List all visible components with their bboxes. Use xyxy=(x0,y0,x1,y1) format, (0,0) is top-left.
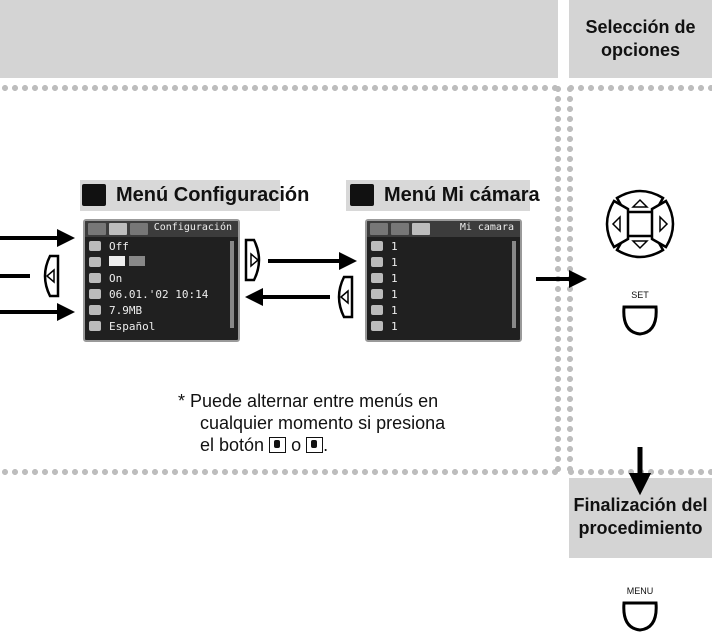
tools-icon xyxy=(82,184,106,206)
footnote-line: cualquier momento si presiona xyxy=(200,413,446,433)
start-sound-icon xyxy=(371,273,383,283)
tab-icon xyxy=(88,223,106,235)
language-icon xyxy=(89,321,101,331)
row-value: Off xyxy=(109,240,129,253)
footnote-text: el botón xyxy=(200,435,265,455)
start-image-icon xyxy=(371,257,383,267)
operation-sound-icon xyxy=(371,289,383,299)
four-way-controller-icon xyxy=(605,189,675,259)
screen-row: 06.01.'02 10:14 xyxy=(89,288,208,301)
menu-button-label: MENU xyxy=(627,586,654,596)
volume-bars-icon xyxy=(109,256,145,266)
tools-tab-icon xyxy=(109,223,127,235)
row-value: 1 xyxy=(391,256,398,269)
row-value: 1 xyxy=(391,320,398,333)
header-band xyxy=(0,0,558,78)
mycamera-menu-label: Menú Mi cámara xyxy=(384,184,540,206)
shutter-sound-icon xyxy=(371,321,383,331)
footnote: * Puede alternar entre menús en cualquie… xyxy=(178,390,445,456)
row-value: 1 xyxy=(391,240,398,253)
setup-menu-title: Menú Configuración xyxy=(80,180,309,211)
row-value: 7.9MB xyxy=(109,304,143,317)
scrollbar xyxy=(512,241,516,328)
row-value: 06.01.'02 10:14 xyxy=(109,288,209,301)
mycamera-screen-header: Mi camara xyxy=(459,222,514,233)
mycamera-screen: Mi camara 1 1 1 1 1 1 xyxy=(365,219,522,342)
screen-row: Off xyxy=(89,240,129,253)
left-button-icon xyxy=(43,254,60,298)
row-value: 1 xyxy=(391,304,398,317)
finalize-header: Finalización del procedimiento xyxy=(569,478,712,558)
row-value: On xyxy=(109,272,123,285)
mycamera-screen-tabs xyxy=(367,221,520,237)
mycamera-tab-icon xyxy=(412,223,430,235)
mycamera-icon xyxy=(350,184,374,206)
footnote-line: * Puede alternar entre menús en xyxy=(178,391,439,411)
row-value: 1 xyxy=(391,288,398,301)
tab-icon xyxy=(391,223,409,235)
dotted-border-bottom xyxy=(0,468,558,476)
wide-zoom-icon xyxy=(269,437,287,453)
footnote-line: el botón o . xyxy=(178,434,445,456)
selection-header-title: Selección de opciones xyxy=(585,17,696,60)
volume-icon xyxy=(89,257,101,267)
screen-row: 1 xyxy=(371,256,398,269)
dotted-border-top xyxy=(0,84,558,92)
scrollbar xyxy=(230,241,234,328)
dotted-border-right-top xyxy=(566,84,712,92)
finalize-header-title: Finalización del procedimiento xyxy=(573,495,708,538)
screen-row: 1 xyxy=(371,320,398,333)
screen-row: On xyxy=(89,272,122,285)
set-button-label: SET xyxy=(631,290,649,300)
screen-row: 1 xyxy=(371,288,398,301)
tab-icon xyxy=(370,223,388,235)
card-icon xyxy=(89,305,101,315)
setup-screen: Configuración Off On 06.01.'02 10:14 7.9… xyxy=(83,219,240,342)
tab-icon xyxy=(130,223,148,235)
left-button-icon xyxy=(337,275,354,319)
lcd-icon xyxy=(89,273,101,283)
screen-row xyxy=(89,256,145,269)
setup-screen-header: Configuración xyxy=(153,222,232,233)
screen-row: 1 xyxy=(371,272,398,285)
screen-row: Español xyxy=(89,320,155,333)
row-value: Español xyxy=(109,320,156,333)
screen-row: 1 xyxy=(371,240,398,253)
footnote-text: . xyxy=(323,435,329,455)
clock-icon xyxy=(89,289,101,299)
menu-button-icon xyxy=(622,601,658,632)
screen-row: 7.9MB xyxy=(89,304,142,317)
set-button-icon xyxy=(622,305,658,336)
selftimer-sound-icon xyxy=(371,305,383,315)
setup-menu-label: Menú Configuración xyxy=(116,184,310,206)
footnote-text: o xyxy=(291,435,302,455)
theme-icon xyxy=(371,241,383,251)
row-value: 1 xyxy=(391,272,398,285)
mycamera-menu-title: Menú Mi cámara xyxy=(346,180,540,211)
selection-header: Selección de opciones xyxy=(569,0,712,78)
index-zoom-icon xyxy=(306,437,324,453)
screen-row: 1 xyxy=(371,304,398,317)
speaker-icon xyxy=(89,241,101,251)
right-button-icon xyxy=(244,238,261,282)
setup-screen-tabs xyxy=(85,221,238,237)
